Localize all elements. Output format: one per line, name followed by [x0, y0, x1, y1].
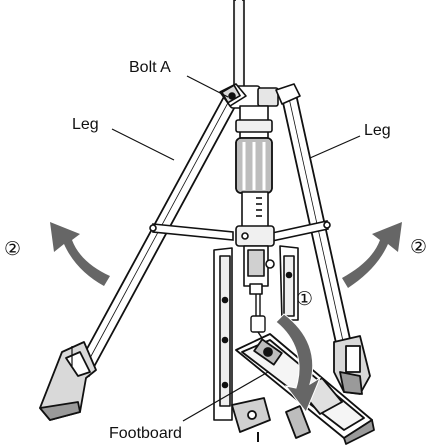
leg-left: [39, 92, 239, 421]
leader-footboard: [182, 371, 269, 422]
leg-braces: [149, 220, 331, 242]
label-leg-right: Leg: [364, 122, 391, 139]
leader-lines: [111, 75, 361, 422]
label-footboard: Footboard: [109, 425, 182, 442]
pedal-frame: [213, 245, 299, 421]
pull-rod: [233, 0, 245, 99]
leader-bolt-a: [186, 75, 229, 98]
arrow-step-2-right: [342, 222, 402, 288]
arrow-step-2-left: [50, 222, 110, 286]
label-leg-left: Leg: [72, 116, 99, 133]
leader-leg-right: [309, 135, 361, 159]
leg-right: [281, 93, 371, 395]
leader-leg-left: [111, 128, 175, 161]
step-1-marker: ①: [296, 289, 313, 310]
label-bolt-a: Bolt A: [129, 59, 171, 76]
center-housing: [229, 85, 279, 295]
step-2-marker-right: ②: [410, 237, 427, 258]
arrow-step-1: [275, 313, 322, 413]
bolt-a: [219, 83, 301, 107]
step-2-marker-left: ②: [4, 239, 21, 260]
